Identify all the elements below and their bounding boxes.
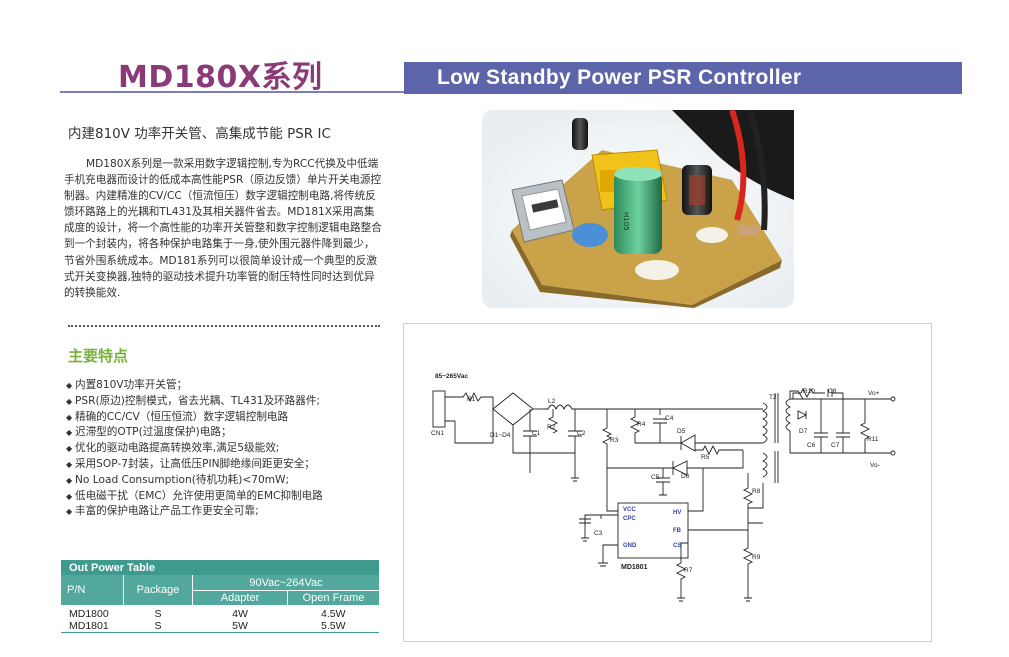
diamond-bullet-icon: ◆ [66,475,73,485]
schematic-frame [403,323,932,642]
pcb-photo: H105 [482,110,794,308]
column-header-adapter: Adapter [192,590,288,605]
product-subtitle: 内建810V 功率开关管、高集成节能 PSR IC [68,126,331,142]
feature-item: ◆低电磁干扰（EMC）允许使用更简单的EMC抑制电路 [66,489,386,505]
label-c2: C2 [577,430,586,437]
table-row: MD1800 S 4W 4.5W [61,605,379,620]
title-underline [60,91,405,93]
cell-adapter: 5W [232,620,248,632]
title-bar-text: Low Standby Power PSR Controller [437,66,802,89]
cell-open-frame: 5.5W [320,620,346,632]
table-row: MD1801 S 5W 5.5W [61,620,379,633]
circuit-schematic: 85~265Vac R1 L2 R2 C1 C2 D1~D4 CN1 R3 R4… [431,373,896,602]
pin-hv: HV [673,510,681,516]
diamond-bullet-icon: ◆ [66,428,73,438]
feature-item: ◆优化的驱动电路提高转换效率,满足5级能效; [66,441,386,457]
label-r10: R10 [803,388,815,395]
diamond-bullet-icon: ◆ [66,491,73,501]
label-vo-plus: Vo+ [868,390,880,397]
series-title: MD180X系列 [118,60,323,95]
feature-item: ◆采用SOP-7封装，让高低压PIN脚绝缘间距更安全； [66,457,386,473]
table-title: Out Power Table [61,560,379,575]
label-r2: R2 [547,424,556,431]
feature-item: ◆丰富的保护电路让产品工作更安全可靠; [66,504,386,520]
label-c7: C7 [831,442,840,449]
label-c8: C8 [828,388,837,395]
cell-open-frame: 4.5W [320,608,346,620]
label-d6: D6 [681,473,690,480]
column-header-package: Package [123,575,193,605]
cell-pn: MD1801 [69,620,109,632]
label-d5: D5 [677,428,686,435]
features-list: ◆内置810V功率开关管； ◆PSR(原边)控制模式，省去光耦、TL431及环路… [66,378,386,520]
schematic-input-label: 85~265Vac [435,373,468,380]
label-r9: R9 [752,554,761,561]
column-header-pn: P/N [61,575,124,605]
label-r11: R11 [867,436,879,443]
label-d1-d4: D1~D4 [490,432,511,439]
pin-cpc: CPC [623,516,636,522]
label-c6: C6 [807,442,816,449]
cell-package: S [154,608,162,620]
label-r1: R1 [467,396,476,403]
label-r5: R5 [701,454,710,461]
pin-fb: FB [673,528,682,534]
label-c4: C4 [665,415,674,422]
pin-cs: CS [673,543,681,549]
diamond-bullet-icon: ◆ [66,381,73,390]
cell-adapter: 4W [232,608,248,620]
column-header-voltage-range: 90Vac~264Vac [192,575,379,591]
diamond-bullet-icon: ◆ [66,459,73,469]
label-c5: C5 [651,474,660,481]
product-description: MD180X系列是一款采用数字逻辑控制,专为RCC代换及中低端手机充电器而设计的… [64,158,382,299]
pin-vcc: VCC [623,507,636,513]
pin-gnd: GND [623,543,637,549]
features-heading: 主要特点 [68,347,129,365]
label-c1: C1 [532,430,541,437]
label-vo-minus: Vo- [870,462,880,469]
label-l2: L2 [548,398,556,405]
feature-item: ◆PSR(原边)控制模式，省去光耦、TL431及环路器件; [66,394,386,410]
diamond-bullet-icon: ◆ [66,412,73,422]
cell-package: S [154,620,162,632]
label-r3: R3 [610,437,619,444]
svg-text:H105: H105 [622,212,630,231]
feature-item: ◆No Load Consumption(待机功耗)<70mW; [66,473,386,489]
column-header-open-frame: Open Frame [287,590,379,605]
label-d7: D7 [799,428,808,435]
diamond-bullet-icon: ◆ [66,396,73,406]
ic-name-label: MD1801 [621,564,648,571]
label-r4: R4 [637,421,646,428]
label-c3: C3 [594,530,603,537]
dotted-divider [68,325,380,327]
cell-pn: MD1800 [69,608,109,620]
label-t2: T2 [769,394,777,401]
label-r7: R7 [684,567,693,574]
feature-item: ◆迟滞型的OTP(过温度保护)电路； [66,425,386,441]
feature-item: ◆内置810V功率开关管； [66,378,386,394]
diamond-bullet-icon: ◆ [66,444,73,454]
label-r8: R8 [752,488,761,495]
out-power-table: Out Power Table P/N Package 90Vac~264Vac… [61,560,379,633]
diamond-bullet-icon: ◆ [66,507,73,517]
feature-item: ◆精确的CC/CV（恒压恒流）数字逻辑控制电路 [66,410,386,426]
title-bar [404,62,962,94]
label-cn1: CN1 [431,430,444,437]
